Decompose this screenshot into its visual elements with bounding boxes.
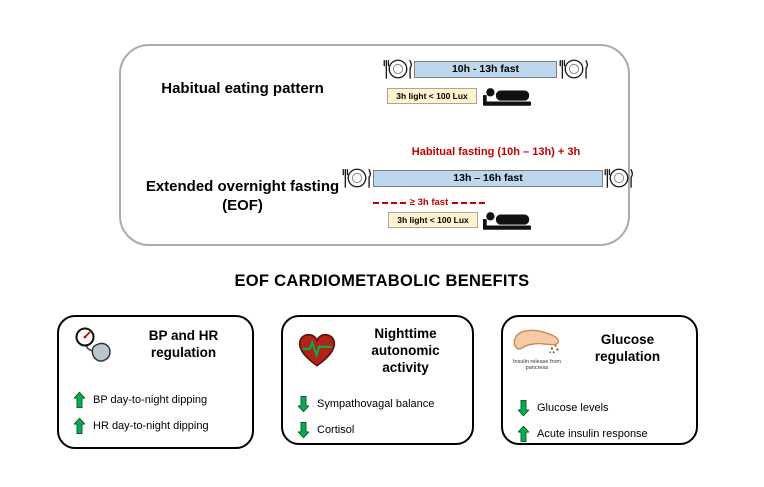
min-fast-dashed-annotation: ≥ 3h fast [373, 197, 486, 208]
meal-plate-icon [559, 57, 589, 81]
eof-label-line2: (EOF) [222, 196, 263, 214]
fasting-pattern-panel: Habitual eating pattern 10h - 13h fast [119, 44, 633, 246]
benefit-item: Sympathovagal balance [298, 395, 464, 413]
meal-plate-icon [342, 166, 372, 190]
benefit-item: Cortisol [298, 421, 464, 439]
card-items: BP day-to-night dipping HR day-to-night … [74, 391, 244, 443]
eof-annotation: Habitual fasting (10h – 13h) + 3h [411, 146, 581, 158]
sleep-bed-icon [481, 84, 533, 108]
dashed-line [452, 201, 486, 204]
eof-pattern-label: Extended overnight fasting (EOF) [135, 178, 350, 216]
meal-plate-icon [604, 166, 634, 190]
card-glucose-regulation: Insulin release from pancreas Glucose re… [501, 315, 698, 445]
card-header: Insulin release from pancreas Glucose re… [513, 326, 686, 371]
benefit-text: Glucose levels [537, 402, 609, 414]
eof-light-box: 3h light < 100 Lux [388, 212, 478, 228]
up-arrow-icon [74, 392, 85, 408]
down-arrow-icon [518, 400, 529, 416]
card-items: Glucose levels Acute insulin response [518, 399, 688, 451]
card-bp-hr-regulation: BP and HR regulation BP day-to-night dip… [57, 315, 254, 449]
pancreas-icon: Insulin release from pancreas [513, 326, 561, 371]
benefit-item: Acute insulin response [518, 425, 688, 443]
min-fast-label: ≥ 3h fast [409, 197, 449, 208]
card-nighttime-autonomic-activity: Nighttime autonomic activity Sympathovag… [281, 315, 474, 445]
blood-pressure-monitor-icon [69, 326, 117, 364]
benefit-item: BP day-to-night dipping [74, 391, 244, 409]
habitual-pattern-label: Habitual eating pattern [161, 80, 324, 97]
card-header: BP and HR regulation [69, 326, 242, 364]
habitual-fast-bar: 10h - 13h fast [414, 61, 557, 78]
dashed-line [373, 201, 406, 204]
down-arrow-icon [298, 422, 309, 438]
eof-fast-bar: 13h – 16h fast [373, 170, 603, 187]
card-items: Sympathovagal balance Cortisol [298, 395, 464, 447]
benefit-text: Acute insulin response [537, 428, 648, 440]
benefit-text: Sympathovagal balance [317, 398, 435, 410]
habitual-light-box: 3h light < 100 Lux [387, 88, 477, 104]
heart-ecg-icon [293, 333, 341, 369]
up-arrow-icon [74, 418, 85, 434]
benefit-text: HR day-to-night dipping [93, 420, 209, 432]
up-arrow-icon [518, 426, 529, 442]
card-title: Glucose regulation [594, 331, 661, 364]
benefit-text: Cortisol [317, 424, 355, 436]
sleep-bed-icon [481, 208, 533, 232]
benefit-item: Glucose levels [518, 399, 688, 417]
card-header: Nighttime autonomic activity [293, 326, 462, 377]
card-title: BP and HR regulation [148, 328, 219, 360]
benefits-heading: EOF CARDIOMETABOLIC BENEFITS [234, 272, 530, 290]
down-arrow-icon [298, 396, 309, 412]
pancreas-icon-caption: Insulin release from pancreas [513, 359, 561, 372]
meal-plate-icon [383, 57, 413, 81]
benefit-item: HR day-to-night dipping [74, 417, 244, 435]
card-title: Nighttime autonomic activity [371, 326, 440, 375]
benefit-text: BP day-to-night dipping [93, 394, 208, 406]
eof-label-line1: Extended overnight fasting [145, 178, 340, 195]
